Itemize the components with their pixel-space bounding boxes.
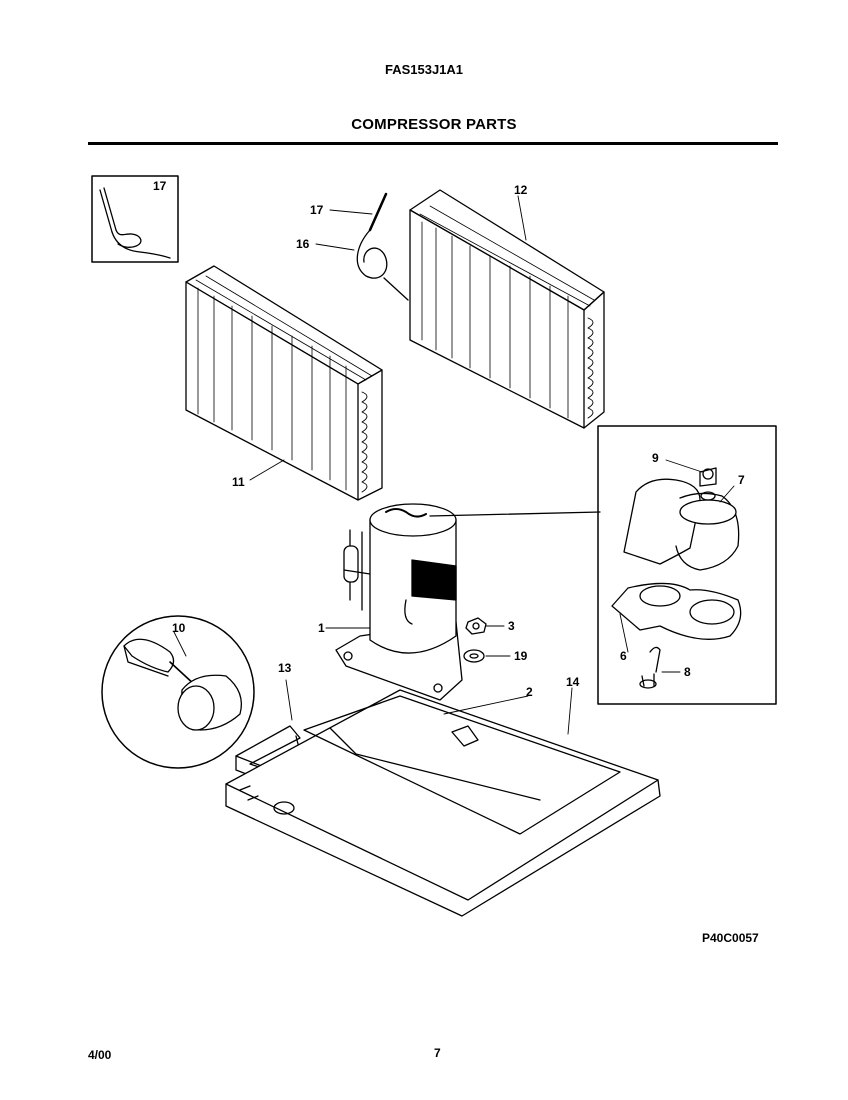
capillary-tube xyxy=(356,192,409,301)
callout-1: 1 xyxy=(318,621,325,635)
nut-and-washer xyxy=(463,617,487,663)
inset-circle-overload xyxy=(101,615,255,769)
compressor xyxy=(335,503,463,701)
model-number: FAS153J1A1 xyxy=(384,62,464,77)
callout-12: 12 xyxy=(514,183,528,197)
leader-to-inset xyxy=(429,511,601,517)
callouts: 17 17 16 12 11 9 7 1 3 19 2 6 8 10 13 14 xyxy=(153,179,745,699)
callout-2: 2 xyxy=(526,685,533,699)
inset-box-terminal-cover xyxy=(597,425,777,705)
page-title: COMPRESSOR PARTS xyxy=(351,116,517,133)
leader-lines xyxy=(173,195,735,735)
page-number: 7 xyxy=(434,1046,441,1060)
callout-9: 9 xyxy=(652,451,659,465)
callout-14: 14 xyxy=(566,675,580,689)
callout-19: 19 xyxy=(514,649,528,663)
callout-11: 11 xyxy=(232,475,245,489)
coil-12 xyxy=(409,189,605,429)
callout-17: 17 xyxy=(310,203,324,217)
inset-box-capillary xyxy=(91,175,179,263)
callout-17-inset: 17 xyxy=(153,179,167,193)
callout-3: 3 xyxy=(508,619,515,633)
callout-16: 16 xyxy=(296,237,310,251)
coil-11 xyxy=(185,265,383,501)
callout-10: 10 xyxy=(172,621,186,635)
diagram-code: P40C0057 xyxy=(702,931,759,945)
callout-7: 7 xyxy=(738,473,745,487)
revision-date: 4/00 xyxy=(88,1048,112,1062)
callout-6: 6 xyxy=(620,649,627,663)
title-rule xyxy=(88,142,778,145)
callout-8: 8 xyxy=(684,665,691,679)
base-pan xyxy=(225,689,661,917)
callout-13: 13 xyxy=(278,661,292,675)
